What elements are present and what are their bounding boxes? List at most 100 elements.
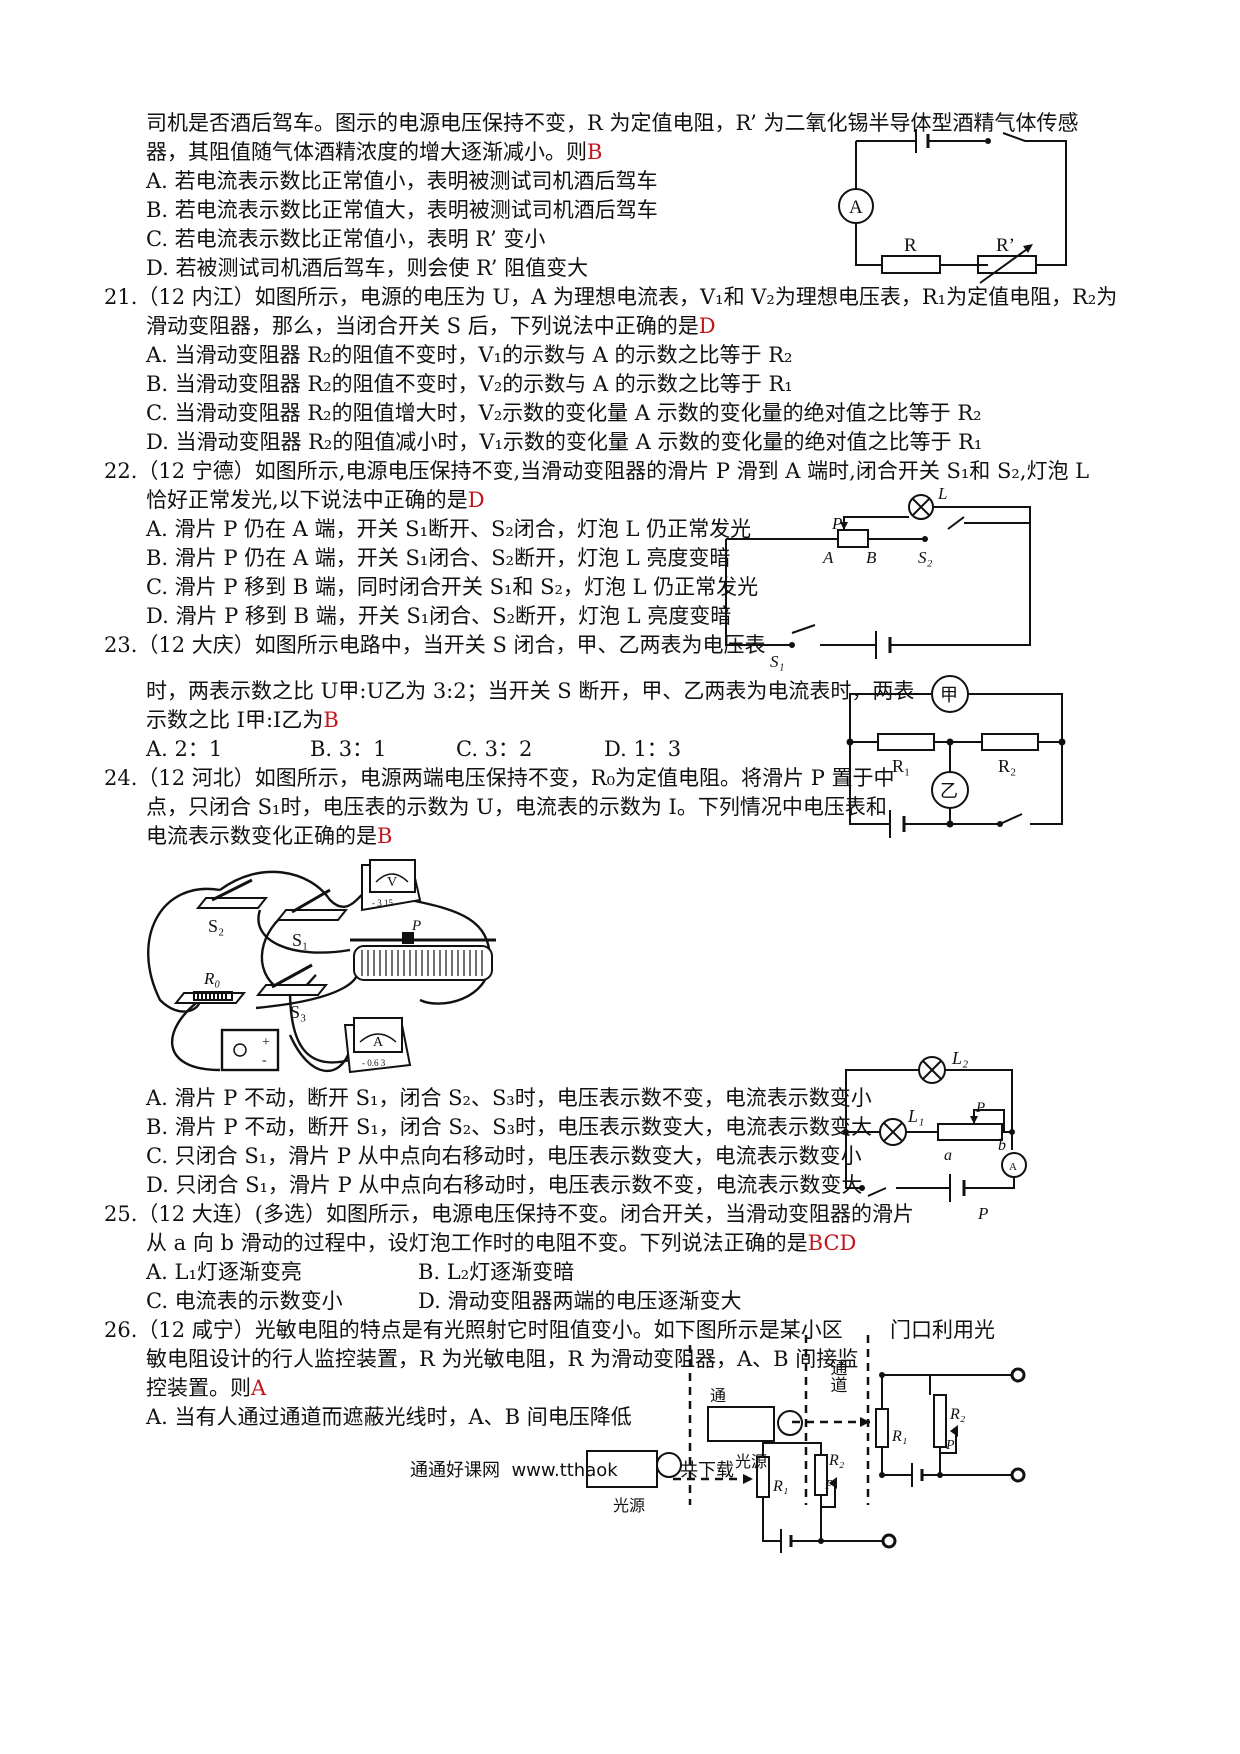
- q20-circuit-figure: A R R’: [838, 129, 1067, 284]
- q25-ammeter-label: A: [1009, 1161, 1017, 1173]
- q21-line-1: 21.（12 内江）如图所示，电源的电压为 U，A 为理想电流表，V₁和 V₂为…: [104, 285, 1118, 309]
- q24-stem: 电流表示数变化正确的是: [146, 824, 377, 848]
- q24-line-3: 电流表示数变化正确的是B: [146, 821, 392, 851]
- q25-option-d: D. 滑动变阻器两端的电压逐渐变大: [418, 1289, 742, 1313]
- footer-site-name: 通通好课网: [410, 1460, 500, 1481]
- q25-l2-label: L₂: [951, 1048, 968, 1068]
- q22-line-2: 恰好正常发光,以下说法中正确的是D: [146, 485, 485, 515]
- q23-option-d: D. 1：3: [604, 737, 682, 761]
- q24-s3-label: S₃: [290, 1002, 306, 1022]
- q26-stem: 控装置。则: [146, 1376, 251, 1400]
- q25-circuit-figure: L₂ L₁ P a b A P: [843, 1048, 1027, 1223]
- q23-stem: 示数之比 I甲:I乙为: [146, 708, 324, 732]
- q21-option-a: A. 当滑动变阻器 R₂的阻值不变时，V₁的示数与 A 的示数之比等于 R₂: [146, 343, 793, 367]
- footer-url: www.tthaok: [511, 1460, 618, 1481]
- page-footer: 通通好课网 www.tthaok: [410, 1456, 618, 1482]
- q23-circuit-figure: 甲 乙 R₁ R₂: [846, 675, 1066, 838]
- q24-option-a: A. 滑片 P 不动，断开 S₁，闭合 S₂、S₃时，电压表示数不变，电流表示数…: [146, 1086, 872, 1110]
- q22-s2-label: S₂: [918, 548, 933, 567]
- q23-option-b: B. 3：1: [310, 737, 387, 761]
- q26-tongdao-label: 通道: [828, 1359, 848, 1393]
- q23-line-1: 23.（12 大庆）如图所示电路中，当开关 S 闭合，甲、乙两表为电压表: [104, 633, 766, 657]
- q20-option-b: B. 若电流表示数比正常值大，表明被测试司机酒后驾车: [146, 198, 658, 222]
- q22-b-label: B: [866, 548, 877, 567]
- q23-option-c: C. 3：2: [456, 737, 533, 761]
- q25-option-c: C. 电流表的示数变小: [146, 1289, 343, 1313]
- q26-p-upper-label: P: [945, 1438, 955, 1453]
- q26-guangyuan-upper-label: 光源: [735, 1453, 767, 1471]
- q22-stem: 恰好正常发光,以下说法中正确的是: [146, 488, 468, 512]
- q24-s1-label: S₁: [292, 930, 308, 950]
- q21-option-d: D. 当滑动变阻器 R₂的阻值减小时，V₁示数的变化量 A 示数的变化量的绝对值…: [146, 430, 983, 454]
- q20-rp-label: R’: [996, 235, 1015, 256]
- q24-ammeter-scale: - 0.6 3: [362, 1058, 386, 1068]
- q20-option-a: A. 若电流表示数比正常值小，表明被测试司机酒后驾车: [146, 169, 658, 193]
- q21-answer: D: [698, 314, 716, 338]
- q24-p-label: P: [411, 918, 421, 934]
- q26-line-3: 控装置。则A: [146, 1373, 266, 1403]
- q22-l-label: L: [937, 484, 947, 503]
- q22-s1-label: S₁: [770, 652, 784, 671]
- q22-answer: D: [467, 488, 485, 512]
- q25-b-label: b: [998, 1137, 1006, 1154]
- q23-answer: B: [323, 708, 339, 732]
- svg-text:+: +: [262, 1035, 270, 1050]
- q21-option-c: C. 当滑动变阻器 R₂的阻值增大时，V₂示数的变化量 A 示数的变化量的绝对值…: [146, 401, 982, 425]
- q24-voltmeter-label: V: [387, 875, 397, 890]
- q26-option-a: A. 当有人通过通道而遮蔽光线时，A、B 间电压降低: [146, 1405, 632, 1429]
- q25-line-1: 25.（12 大连）(多选）如图所示，电源电压保持不变。闭合开关，当滑动变阻器的…: [104, 1202, 914, 1226]
- q24-voltmeter-scale: - 3 15: [372, 898, 393, 908]
- q25-l1-label: L₁: [907, 1106, 924, 1126]
- q25-stem: 从 a 向 b 滑动的过程中，设灯泡工作时的电阻不变。下列说法正确的是: [146, 1231, 808, 1255]
- q24-s2-label: S₂: [208, 916, 224, 936]
- q21-stem: 滑动变阻器，那么，当闭合开关 S 后，下列说法中正确的是: [146, 314, 699, 338]
- q24-answer: B: [377, 824, 393, 848]
- q26-monitor-figure-lower: 光源 光源 R₁ R₂ P: [586, 1442, 897, 1553]
- q26-r2-lower-label: R₂: [828, 1452, 845, 1469]
- q26-r1-lower-label: R₁: [772, 1478, 788, 1495]
- q20-stem: 器，其阻值随气体酒精浓度的增大逐渐减小。则: [146, 140, 587, 164]
- q20-line-2: 器，其阻值随气体酒精浓度的增大逐渐减小。则B: [146, 137, 602, 167]
- q26-tong-label: 通: [710, 1387, 726, 1405]
- q22-circuit-figure: P L A B S₂ S₁: [725, 484, 1031, 671]
- q24-option-c: C. 只闭合 S₁，滑片 P 从中点向右移动时，电压表示数变大，电流表示数变小: [146, 1144, 862, 1168]
- q24-option-d: D. 只闭合 S₁，滑片 P 从中点向右移动时，电压表示数不变，电流表示数变大: [146, 1173, 863, 1197]
- q25-answer: BCD: [807, 1231, 857, 1255]
- q25-p-label: P: [975, 1100, 985, 1116]
- q24-apparatus-figure: +- S₂ S₁ S₃ R₀ V - 3 15 A - 0.6 3 P: [147, 859, 496, 1074]
- q26-p-lower-label: P: [824, 1478, 834, 1493]
- q22-option-a: A. 滑片 P 仍在 A 端，开关 S₁断开、S₂闭合，灯泡 L 仍正常发光: [146, 517, 752, 541]
- q22-option-d: D. 滑片 P 移到 B 端，开关 S₁闭合、S₂断开，灯泡 L 亮度变暗: [146, 604, 732, 628]
- q26-answer: A: [251, 1376, 267, 1400]
- q20-option-c: C. 若电流表示数比正常值小，表明 R’ 变小: [146, 227, 546, 251]
- q26-line-1: 26.（12 咸宁）光敏电阻的特点是有光照射它时阻值变小。如下图所示是某小区: [104, 1318, 843, 1342]
- q25-a-label: a: [944, 1147, 952, 1164]
- q25-p-below-label: P: [977, 1204, 988, 1223]
- q24-line-2: 点，只闭合 S₁时，电压表的示数为 U，电流表的示数为 I。下列情况中电压表和: [146, 795, 887, 819]
- q25-option-a: A. L₁灯逐渐变亮: [146, 1260, 302, 1284]
- q20-r-label: R: [904, 235, 917, 256]
- q22-line-1: 22.（12 宁德）如图所示,电源电压保持不变,当滑动变阻器的滑片 P 滑到 A…: [104, 459, 1090, 483]
- q22-option-c: C. 滑片 P 移到 B 端，同时闭合开关 S₁和 S₂，灯泡 L 仍正常发光: [146, 575, 759, 599]
- q20-ammeter-label: A: [849, 197, 863, 218]
- q23-yi-label: 乙: [940, 781, 958, 801]
- q20-option-d: D. 若被测试司机酒后驾车，则会使 R’ 阻值变大: [146, 256, 589, 280]
- footer-download: 共下载: [680, 1460, 734, 1481]
- svg-text:-: -: [262, 1053, 267, 1068]
- q23-r2-label: R₂: [998, 756, 1016, 776]
- q23-jia-label: 甲: [940, 685, 958, 705]
- q26-guangyuan-lower-label: 光源: [613, 1497, 645, 1515]
- q23-line-3: 示数之比 I甲:I乙为B: [146, 705, 339, 735]
- q25-option-b: B. L₂灯逐渐变暗: [418, 1260, 575, 1284]
- q21-line-2: 滑动变阻器，那么，当闭合开关 S 后，下列说法中正确的是D: [146, 311, 716, 341]
- q22-a-label: A: [822, 548, 834, 567]
- q24-option-b: B. 滑片 P 不动，断开 S₁，闭合 S₂、S₃时，电压表示数变大，电流表示数…: [146, 1115, 873, 1139]
- q26-r2-upper-label: R₂: [949, 1406, 966, 1423]
- q26-line-2: 敏电阻设计的行人监控装置，R 为光敏电阻，R 为滑动变阻器，A、B 间接监: [146, 1347, 859, 1371]
- q23-line-2: 时，两表示数之比 U甲:U乙为 3:2；当开关 S 断开，甲、乙两表为电流表时，…: [146, 679, 915, 703]
- q26-line-1-tail: 门口利用光: [890, 1318, 995, 1342]
- q23-option-a: A. 2：1: [146, 737, 223, 761]
- q24-r0-label: R₀: [203, 969, 220, 988]
- q20-line-1: 司机是否酒后驾车。图示的电源电压保持不变，R 为定值电阻，R’ 为二氧化锡半导体…: [146, 111, 1079, 135]
- q21-option-b: B. 当滑动变阻器 R₂的阻值不变时，V₂的示数与 A 的示数之比等于 R₁: [146, 372, 793, 396]
